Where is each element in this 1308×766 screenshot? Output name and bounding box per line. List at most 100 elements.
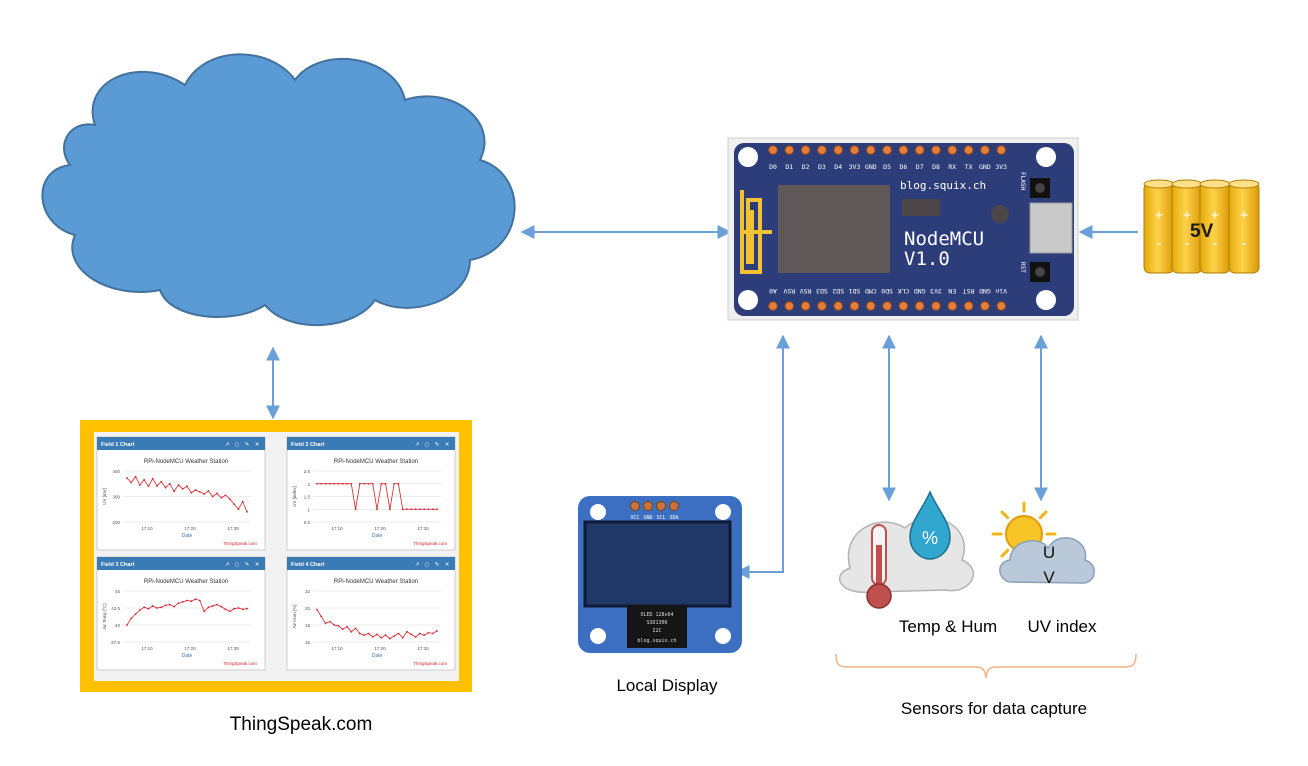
bottom-pin-label: 3V3 <box>930 287 942 295</box>
minus-icon: - <box>1242 235 1247 252</box>
thingspeak-dashboard: Field 1 Chart↗○✎✕RPi-NodeMCU Weather Sta… <box>80 420 472 692</box>
chart-ytick: 200 <box>112 520 120 525</box>
minus-icon: - <box>1213 235 1218 252</box>
chart-xtick: 17:10 <box>331 526 343 531</box>
nodemcu-version-text: V1.0 <box>904 248 950 270</box>
battery-voltage-label: 5V <box>1190 221 1214 242</box>
chart-point <box>237 508 240 511</box>
sun-ray <box>1000 548 1010 558</box>
top-pin-label: D4 <box>834 163 842 171</box>
chart-ytick: 20 <box>305 606 311 611</box>
bottom-pin-label: SD0 <box>881 287 893 295</box>
edit-icon: ✎ <box>245 562 250 568</box>
chart-xlabel: Date <box>182 533 193 539</box>
oled-chip-line-1: OLED 128x64 <box>640 612 673 618</box>
chart-point <box>190 600 193 603</box>
chart-point <box>194 489 197 492</box>
chart-point <box>228 498 231 500</box>
top-pin <box>866 145 876 155</box>
top-pin-label: 3V3 <box>849 163 861 171</box>
chart-panel: Field 2 Chart↗○✎✕RPi-NodeMCU Weather Sta… <box>286 436 456 551</box>
bottom-pin <box>784 301 795 311</box>
chart-point <box>393 635 396 637</box>
oled-pin <box>669 501 679 511</box>
bottom-pin <box>931 301 941 311</box>
chart-panel-bg <box>286 436 456 551</box>
sensors-label: Sensors for data capture <box>901 699 1087 718</box>
top-pin <box>882 145 892 155</box>
chart-title: RPi-NodeMCU Weather Station <box>144 459 228 465</box>
oled-pin-label: SCL <box>656 515 665 521</box>
battery-cell <box>1228 182 1260 274</box>
bottom-pin-label: SD3 <box>816 287 828 295</box>
edit-icon: ✎ <box>435 442 440 448</box>
chart-xtick: 17:20 <box>374 646 386 651</box>
chart-point <box>241 608 244 611</box>
chart-point <box>354 508 357 511</box>
chart-panel-bg <box>96 556 266 671</box>
edit-icon: ✎ <box>245 442 250 448</box>
chart-ytick: 42.5 <box>111 606 120 611</box>
bottom-pin <box>947 301 958 311</box>
chart-point <box>358 632 361 635</box>
chart-xtick: 17:10 <box>141 646 153 651</box>
chart-point <box>401 636 404 639</box>
chart-xlabel: Date <box>182 653 193 659</box>
top-pin <box>996 145 1007 155</box>
bottom-pin-label: SD2 <box>832 287 844 295</box>
esp-module <box>778 185 890 273</box>
chart-point <box>346 482 348 485</box>
chart-point <box>224 494 227 497</box>
chart-point <box>388 637 391 640</box>
chart-xtick: 17:20 <box>184 646 196 651</box>
bottom-pin <box>882 301 892 311</box>
chart-point <box>126 477 128 480</box>
chart-point <box>397 632 400 635</box>
oled-chip-line-4: blog.squix.ch <box>637 638 676 644</box>
chart-point <box>406 630 408 633</box>
temp-hum-label: Temp & Hum <box>899 617 997 636</box>
top-pin-label: GND <box>979 163 991 171</box>
chart-point <box>203 610 206 613</box>
chart-point <box>233 503 236 506</box>
chart-point <box>384 634 387 637</box>
close-icon: ✕ <box>445 562 450 568</box>
oled-pin <box>656 501 666 511</box>
chart-point <box>397 482 400 485</box>
top-pin <box>963 145 974 155</box>
chart-point <box>431 632 434 635</box>
chart-point <box>168 603 171 606</box>
chart-point <box>138 609 141 611</box>
chart-point <box>414 636 417 638</box>
chart-point <box>358 482 361 485</box>
chart-point <box>431 508 434 511</box>
chart-point <box>216 603 218 606</box>
bottom-pin-label: EN <box>948 287 956 295</box>
oled-screen <box>583 520 732 608</box>
chart-point <box>320 482 323 485</box>
top-pin-label: TX <box>965 163 973 171</box>
top-pin <box>947 145 958 155</box>
chart-point <box>406 508 408 511</box>
top-pin-label: D6 <box>899 163 907 171</box>
top-pin-label: 3V3 <box>995 163 1007 171</box>
chart-xtick: 17:30 <box>417 646 429 651</box>
uv-weather-icon: U V <box>991 501 1095 587</box>
chart-point <box>224 608 227 611</box>
top-pin-label: D0 <box>769 163 777 171</box>
chart-point <box>147 485 150 488</box>
chart-credit: ThingSpeak.com <box>413 541 447 546</box>
top-pin <box>931 145 941 155</box>
chart-point <box>320 615 323 618</box>
sun-ray <box>1000 510 1010 520</box>
chart-point <box>130 481 133 484</box>
comment-icon: ○ <box>235 562 240 568</box>
top-pin-label: D5 <box>883 163 891 171</box>
chart-panel-title: Field 1 Chart <box>101 442 134 448</box>
bottom-pin <box>800 301 811 311</box>
top-pin-label: D1 <box>785 163 793 171</box>
uv-index-label: UV index <box>1028 617 1097 636</box>
chart-point <box>328 482 331 485</box>
